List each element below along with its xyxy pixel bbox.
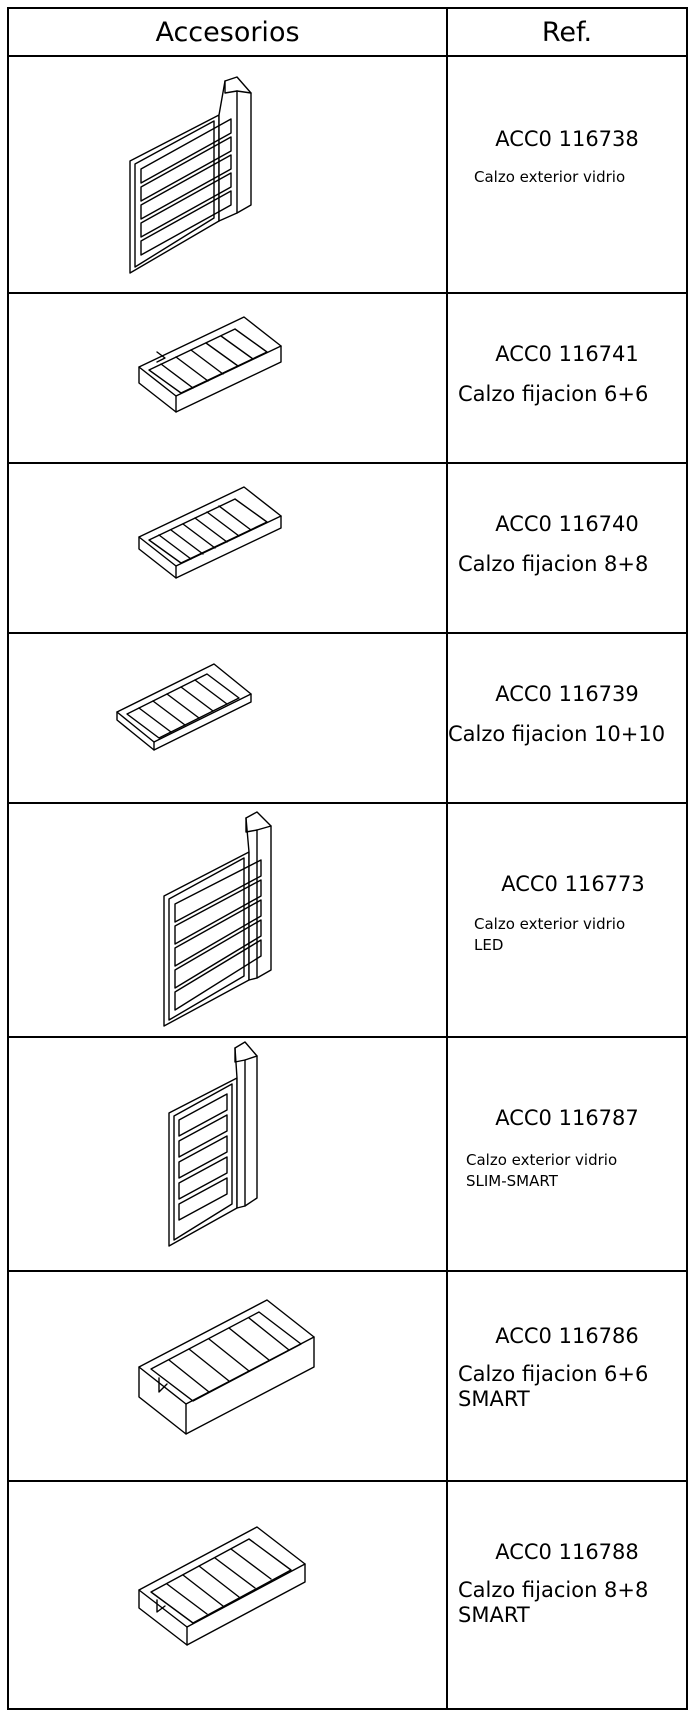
ref-description: Calzo exterior vidrio	[474, 168, 626, 186]
ref-code: ACC0 116740	[495, 512, 639, 536]
ref-description-line2: SLIM-SMART	[466, 1172, 558, 1190]
ref-description: Calzo fijacion 8+8	[458, 552, 649, 576]
accessories-table: Accesorios Ref. ACC0 116738 Calzo exteri…	[7, 7, 688, 1710]
ref-code: ACC0 116773	[501, 872, 645, 896]
ref-description-line2: SMART	[458, 1603, 530, 1627]
row-divider	[9, 1270, 686, 1272]
table-row: ACC0 116773 Calzo exterior vidrio LED	[9, 804, 686, 1036]
ref-description: Calzo exterior vidrio	[474, 915, 626, 933]
column-divider	[446, 9, 448, 1708]
accessory-drawing	[9, 804, 446, 1036]
ref-description-line2: LED	[474, 936, 504, 954]
accessory-drawing	[9, 1272, 446, 1480]
accessory-drawing	[9, 294, 446, 462]
table-row: ACC0 116739 Calzo fijacion 10+10	[9, 634, 686, 802]
ref-description: Calzo fijacion 6+6	[458, 1362, 649, 1386]
ref-code: ACC0 116788	[495, 1540, 639, 1564]
ref-description: Calzo exterior vidrio	[466, 1151, 618, 1169]
table-row: ACC0 116787 Calzo exterior vidrio SLIM-S…	[9, 1038, 686, 1270]
table-row: ACC0 116786 Calzo fijacion 6+6 SMART	[9, 1272, 686, 1480]
row-divider	[9, 462, 686, 464]
ref-description: Calzo fijacion 6+6	[458, 382, 649, 406]
accessory-drawing	[9, 1482, 446, 1710]
ref-description-line2: SMART	[458, 1387, 530, 1411]
ref-description: Calzo fijacion 8+8	[458, 1578, 649, 1602]
header-divider	[9, 55, 686, 57]
row-divider	[9, 1480, 686, 1482]
table-row: ACC0 116738 Calzo exterior vidrio	[9, 57, 686, 292]
accessory-drawing	[9, 464, 446, 632]
ref-code: ACC0 116741	[495, 342, 639, 366]
table-row: ACC0 116741 Calzo fijacion 6+6	[9, 294, 686, 462]
row-divider	[9, 802, 686, 804]
table-row: ACC0 116788 Calzo fijacion 8+8 SMART	[9, 1482, 686, 1710]
ref-code: ACC0 116739	[495, 682, 639, 706]
ref-description: Calzo fijacion 10+10	[448, 722, 666, 746]
accessory-drawing	[9, 634, 446, 802]
ref-code: ACC0 116787	[495, 1106, 639, 1130]
row-divider	[9, 292, 686, 294]
header-ref: Ref.	[541, 16, 593, 48]
accessory-drawing	[9, 1038, 446, 1270]
table-row: ACC0 116740 Calzo fijacion 8+8	[9, 464, 686, 632]
header-accesorios: Accesorios	[155, 16, 300, 48]
row-divider	[9, 1036, 686, 1038]
ref-code: ACC0 116786	[495, 1324, 639, 1348]
row-divider	[9, 632, 686, 634]
ref-code: ACC0 116738	[495, 127, 639, 151]
accessory-drawing	[9, 57, 446, 292]
